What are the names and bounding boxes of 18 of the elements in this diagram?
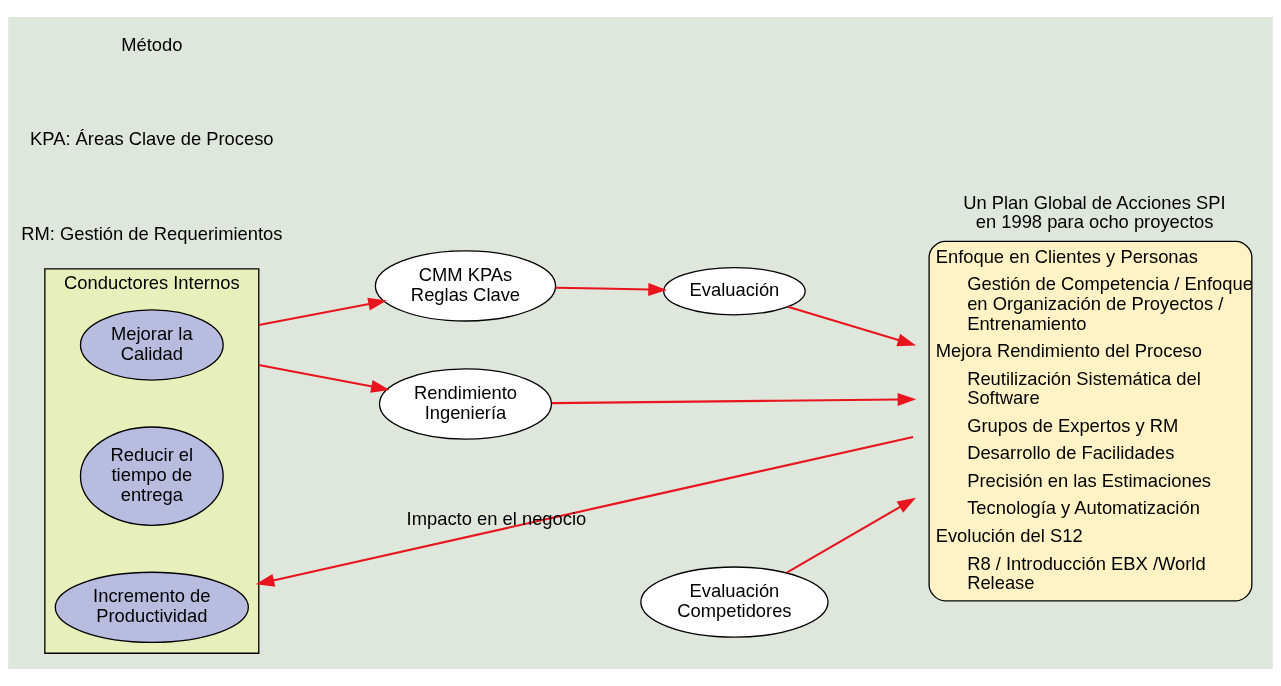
node-ellipse: CMM KPAs Reglas Clave (374, 250, 557, 322)
label: Método (121, 33, 183, 55)
arrow (786, 497, 916, 574)
arrow (255, 435, 914, 587)
node-ellipse: Evaluación Competidores (640, 566, 829, 638)
node-ellipse: Reducir el tiempo de entrega (79, 426, 224, 526)
node-ellipse: Evaluación (663, 266, 806, 316)
node-ellipse: Rendimiento Ingeniería (378, 368, 553, 440)
arrow (258, 364, 390, 393)
label: KPA: Áreas Clave de Proceso (30, 128, 274, 150)
node-ellipse: Mejorar la Calidad (79, 309, 224, 381)
label: RM: Gestión de Requerimientos (21, 222, 283, 244)
node-label: Un Plan Global de Acciones SPI en 1998 para ocho proyectos (963, 191, 1226, 233)
node-ellipse: Incremento de Productividad (54, 571, 249, 644)
arrow (555, 282, 667, 297)
arrow (552, 392, 917, 406)
arrow (787, 305, 917, 347)
arrow (258, 297, 387, 326)
